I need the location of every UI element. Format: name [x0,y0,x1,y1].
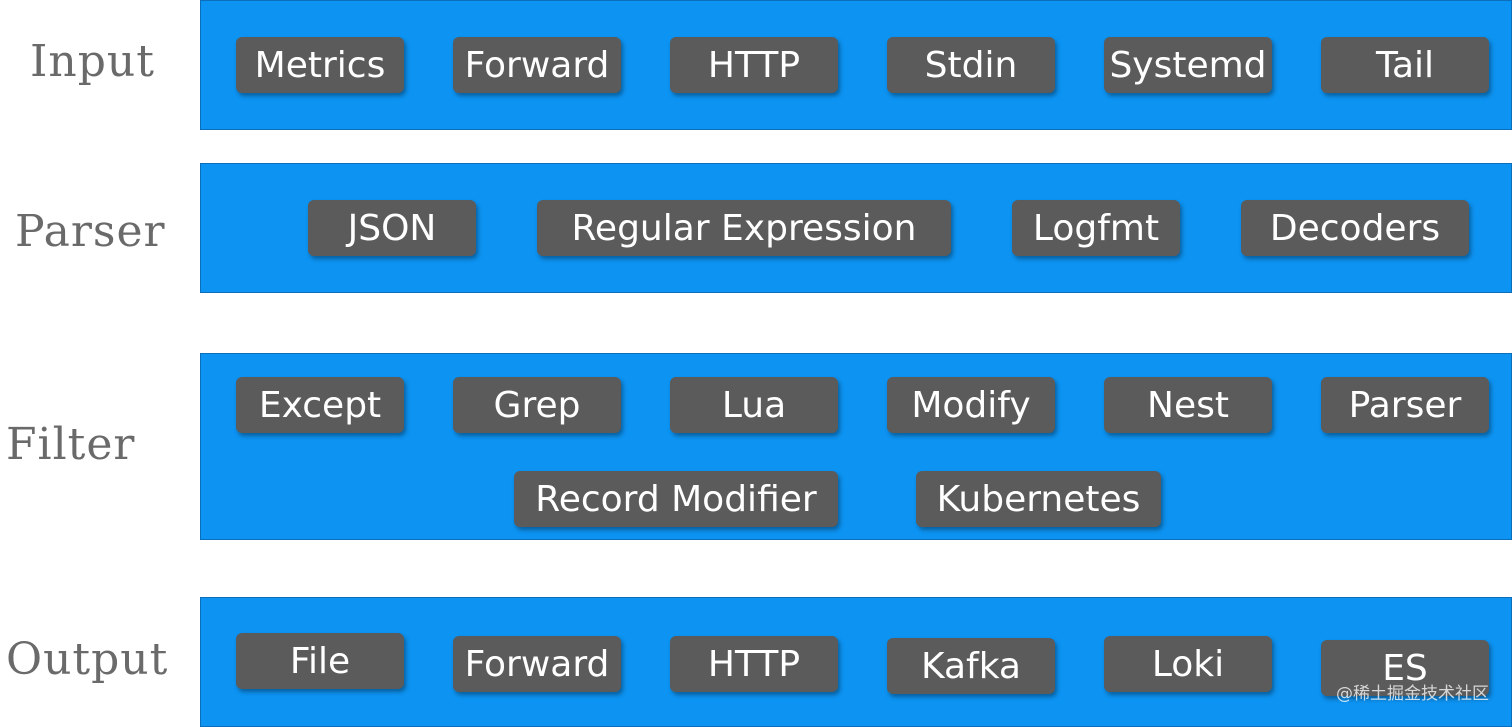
plugin-chip: JSON [308,200,476,256]
stage-label-parser: Parser [15,206,166,257]
plugin-chip: Forward [453,37,621,93]
plugin-chip: Nest [1104,377,1272,433]
parser-band: JSON Regular Expression Logfmt Decoders [200,163,1512,293]
stage-label-output: Output [6,634,169,685]
plugin-chip: Decoders [1241,200,1469,256]
plugin-chip: Grep [453,377,621,433]
plugin-chip: Metrics [236,37,404,93]
plugin-chip: HTTP [670,636,838,692]
plugin-chip: Systemd [1104,37,1272,93]
plugin-chip: Logfmt [1012,200,1180,256]
plugin-chip: Parser [1321,377,1489,433]
plugin-chip: Lua [670,377,838,433]
plugin-chip: Stdin [887,37,1055,93]
plugin-chip: Except [236,377,404,433]
stage-label-input: Input [30,36,155,87]
stage-label-filter: Filter [6,419,136,470]
plugin-chip: File [236,633,404,689]
plugin-chip: HTTP [670,37,838,93]
plugin-chip: Modify [887,377,1055,433]
plugin-chip: Kafka [887,638,1055,694]
plugin-chip: Record Modifier [514,471,838,527]
input-band: Metrics Forward HTTP Stdin Systemd Tail [200,0,1512,130]
filter-band: Except Grep Lua Modify Nest Parser Recor… [200,353,1512,540]
output-band: File Forward HTTP Kafka Loki ES @稀土掘金技术社… [200,597,1512,727]
plugin-chip: Loki [1104,636,1272,692]
watermark: @稀土掘金技术社区 [1336,684,1489,704]
plugin-chip: ES [1321,640,1489,696]
plugin-chip: Regular Expression [537,200,951,256]
plugin-chip: Kubernetes [916,471,1161,527]
plugin-chip: Tail [1321,37,1489,93]
plugin-chip: Forward [453,636,621,692]
